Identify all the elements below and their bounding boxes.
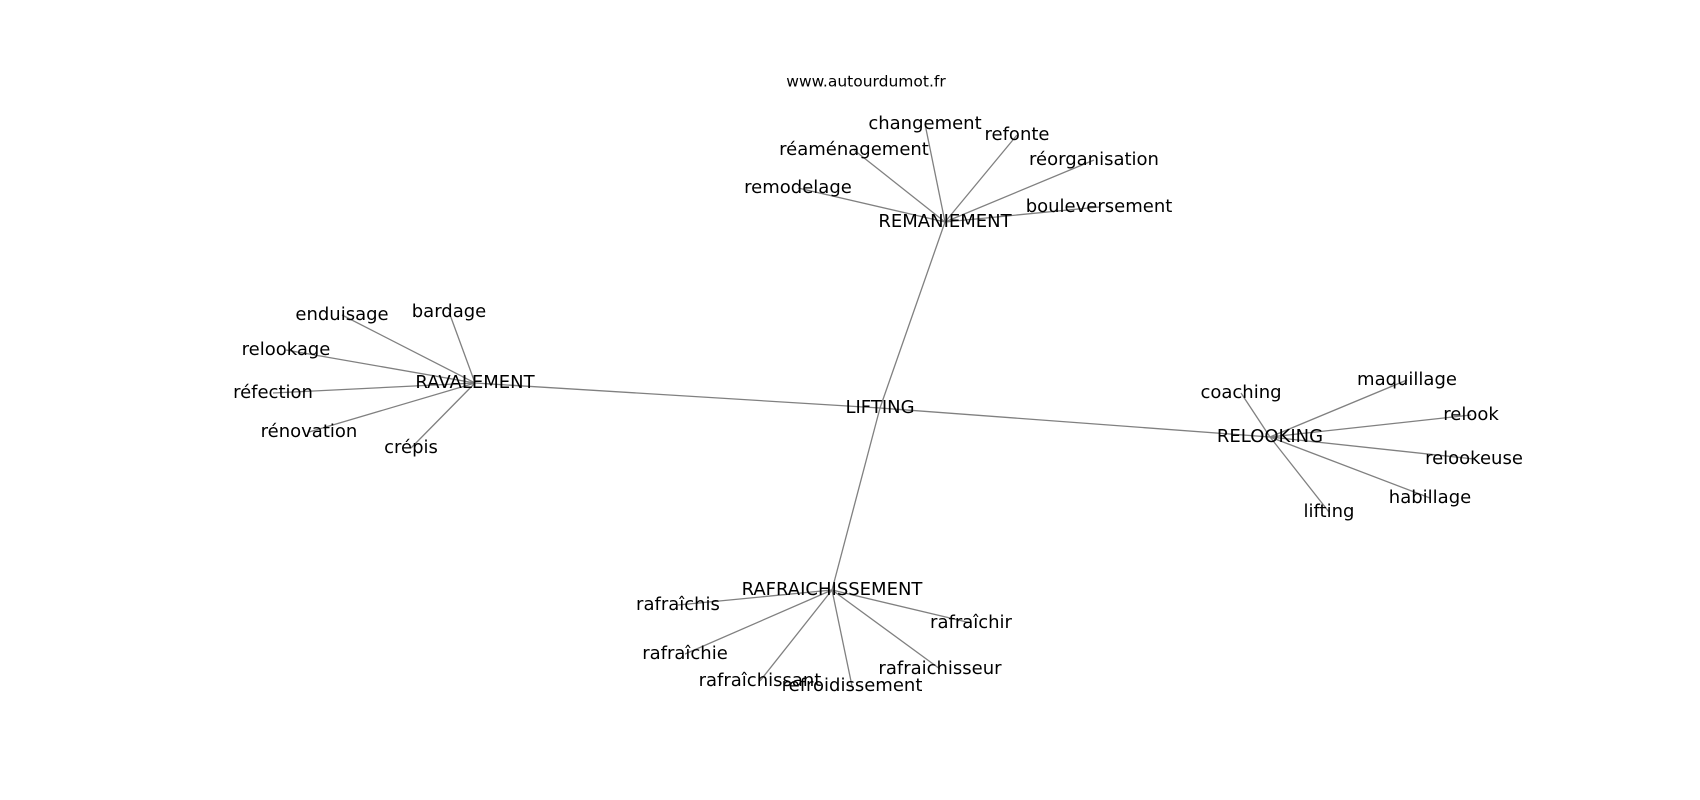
edge-ravalement-bardage — [448, 311, 476, 384]
edge-ravalement-crepis — [410, 382, 476, 449]
edge-rafraichissement-rafraichissant — [759, 589, 833, 682]
node-leaf-reorganisation[interactable]: réorganisation — [1029, 149, 1159, 170]
edge-remaniement-changement — [924, 123, 946, 223]
node-leaf-changement[interactable]: changement — [868, 113, 981, 134]
node-center-lifting[interactable]: LIFTING — [845, 397, 914, 418]
edge-ravalement-renovation — [308, 382, 476, 433]
edge-center-relooking — [879, 407, 1271, 438]
node-leaf-maquillage[interactable]: maquillage — [1357, 369, 1457, 390]
edge-center-ravalement — [474, 382, 881, 409]
watermark[interactable]: www.autourdumot.fr — [786, 73, 946, 91]
edge-relooking-maquillage — [1269, 379, 1408, 438]
node-leaf-rafraichir[interactable]: rafraîchir — [930, 612, 1013, 633]
node-hub-remaniement[interactable]: REMANIEMENT — [878, 211, 1012, 232]
edge-center-rafraichissement — [831, 407, 881, 591]
edge-remaniement-remodelage — [797, 187, 946, 223]
node-leaf-rafraichie[interactable]: rafraîchie — [642, 643, 728, 664]
node-hub-rafraichissement[interactable]: RAFRAICHISSEMENT — [742, 579, 924, 600]
node-leaf-rafraichissant[interactable]: rafraîchissant — [699, 670, 822, 691]
node-leaf-crepis[interactable]: crépis — [384, 437, 438, 458]
node-leaf-renovation[interactable]: rénovation — [261, 421, 358, 442]
edge-center-remaniement — [879, 221, 946, 409]
node-leaf-bouleversement[interactable]: bouleversement — [1026, 196, 1173, 217]
edge-remaniement-bouleversement — [944, 206, 1100, 223]
edge-rafraichissement-rafraichie — [684, 589, 833, 655]
node-leaf-habillage[interactable]: habillage — [1389, 487, 1471, 508]
edge-ravalement-relookage — [285, 349, 476, 384]
node-leaf-enduisage[interactable]: enduisage — [295, 304, 388, 325]
node-leaf-refection[interactable]: réfection — [233, 382, 313, 403]
edge-ravalement-enduisage — [341, 314, 476, 384]
node-leaf-bardage[interactable]: bardage — [412, 301, 487, 322]
node-leaf-refonte[interactable]: refonte — [985, 124, 1050, 145]
node-hub-relooking[interactable]: RELOOKING — [1217, 426, 1323, 447]
node-leaf-reamenagement[interactable]: réaménagement — [779, 139, 929, 160]
edge-relooking-relookeuse — [1269, 436, 1475, 460]
edge-remaniement-reorganisation — [944, 159, 1095, 223]
node-leaf-relook[interactable]: relook — [1443, 404, 1499, 425]
node-leaf-remodelage[interactable]: remodelage — [744, 177, 852, 198]
node-leaf-coaching[interactable]: coaching — [1200, 382, 1281, 403]
edge-remaniement-refonte — [944, 134, 1018, 223]
edge-rafraichissement-rafraichir — [831, 589, 972, 624]
edge-rafraichissement-rafraichisseur — [831, 589, 941, 670]
edge-relooking-habillage — [1269, 436, 1431, 499]
edge-ravalement-refection — [272, 382, 476, 394]
edge-remaniement-reamenagement — [853, 149, 946, 223]
node-leaf-relookage[interactable]: relookage — [242, 339, 331, 360]
node-leaf-refroidissement[interactable]: refroidissement — [782, 675, 923, 696]
edge-relooking-relook — [1269, 414, 1472, 438]
edge-rafraichissement-refroidissement — [831, 589, 853, 687]
edge-relooking-lifting — [1269, 436, 1330, 513]
edges-layer — [272, 123, 1475, 687]
edge-relooking-coaching — [1240, 392, 1271, 438]
node-leaf-rafraichis[interactable]: rafraîchis — [636, 594, 720, 615]
node-leaf-relookeuse[interactable]: relookeuse — [1425, 448, 1523, 469]
node-hub-ravalement[interactable]: RAVALEMENT — [415, 372, 535, 393]
node-leaf-rafraichisseur[interactable]: rafraichisseur — [878, 658, 1002, 679]
labels-layer: www.autourdumot.fr LIFTING REMANIEMENT rem… — [233, 73, 1523, 697]
edge-rafraichissement-rafraichis — [677, 589, 833, 606]
node-leaf-lifting[interactable]: lifting — [1304, 501, 1355, 522]
